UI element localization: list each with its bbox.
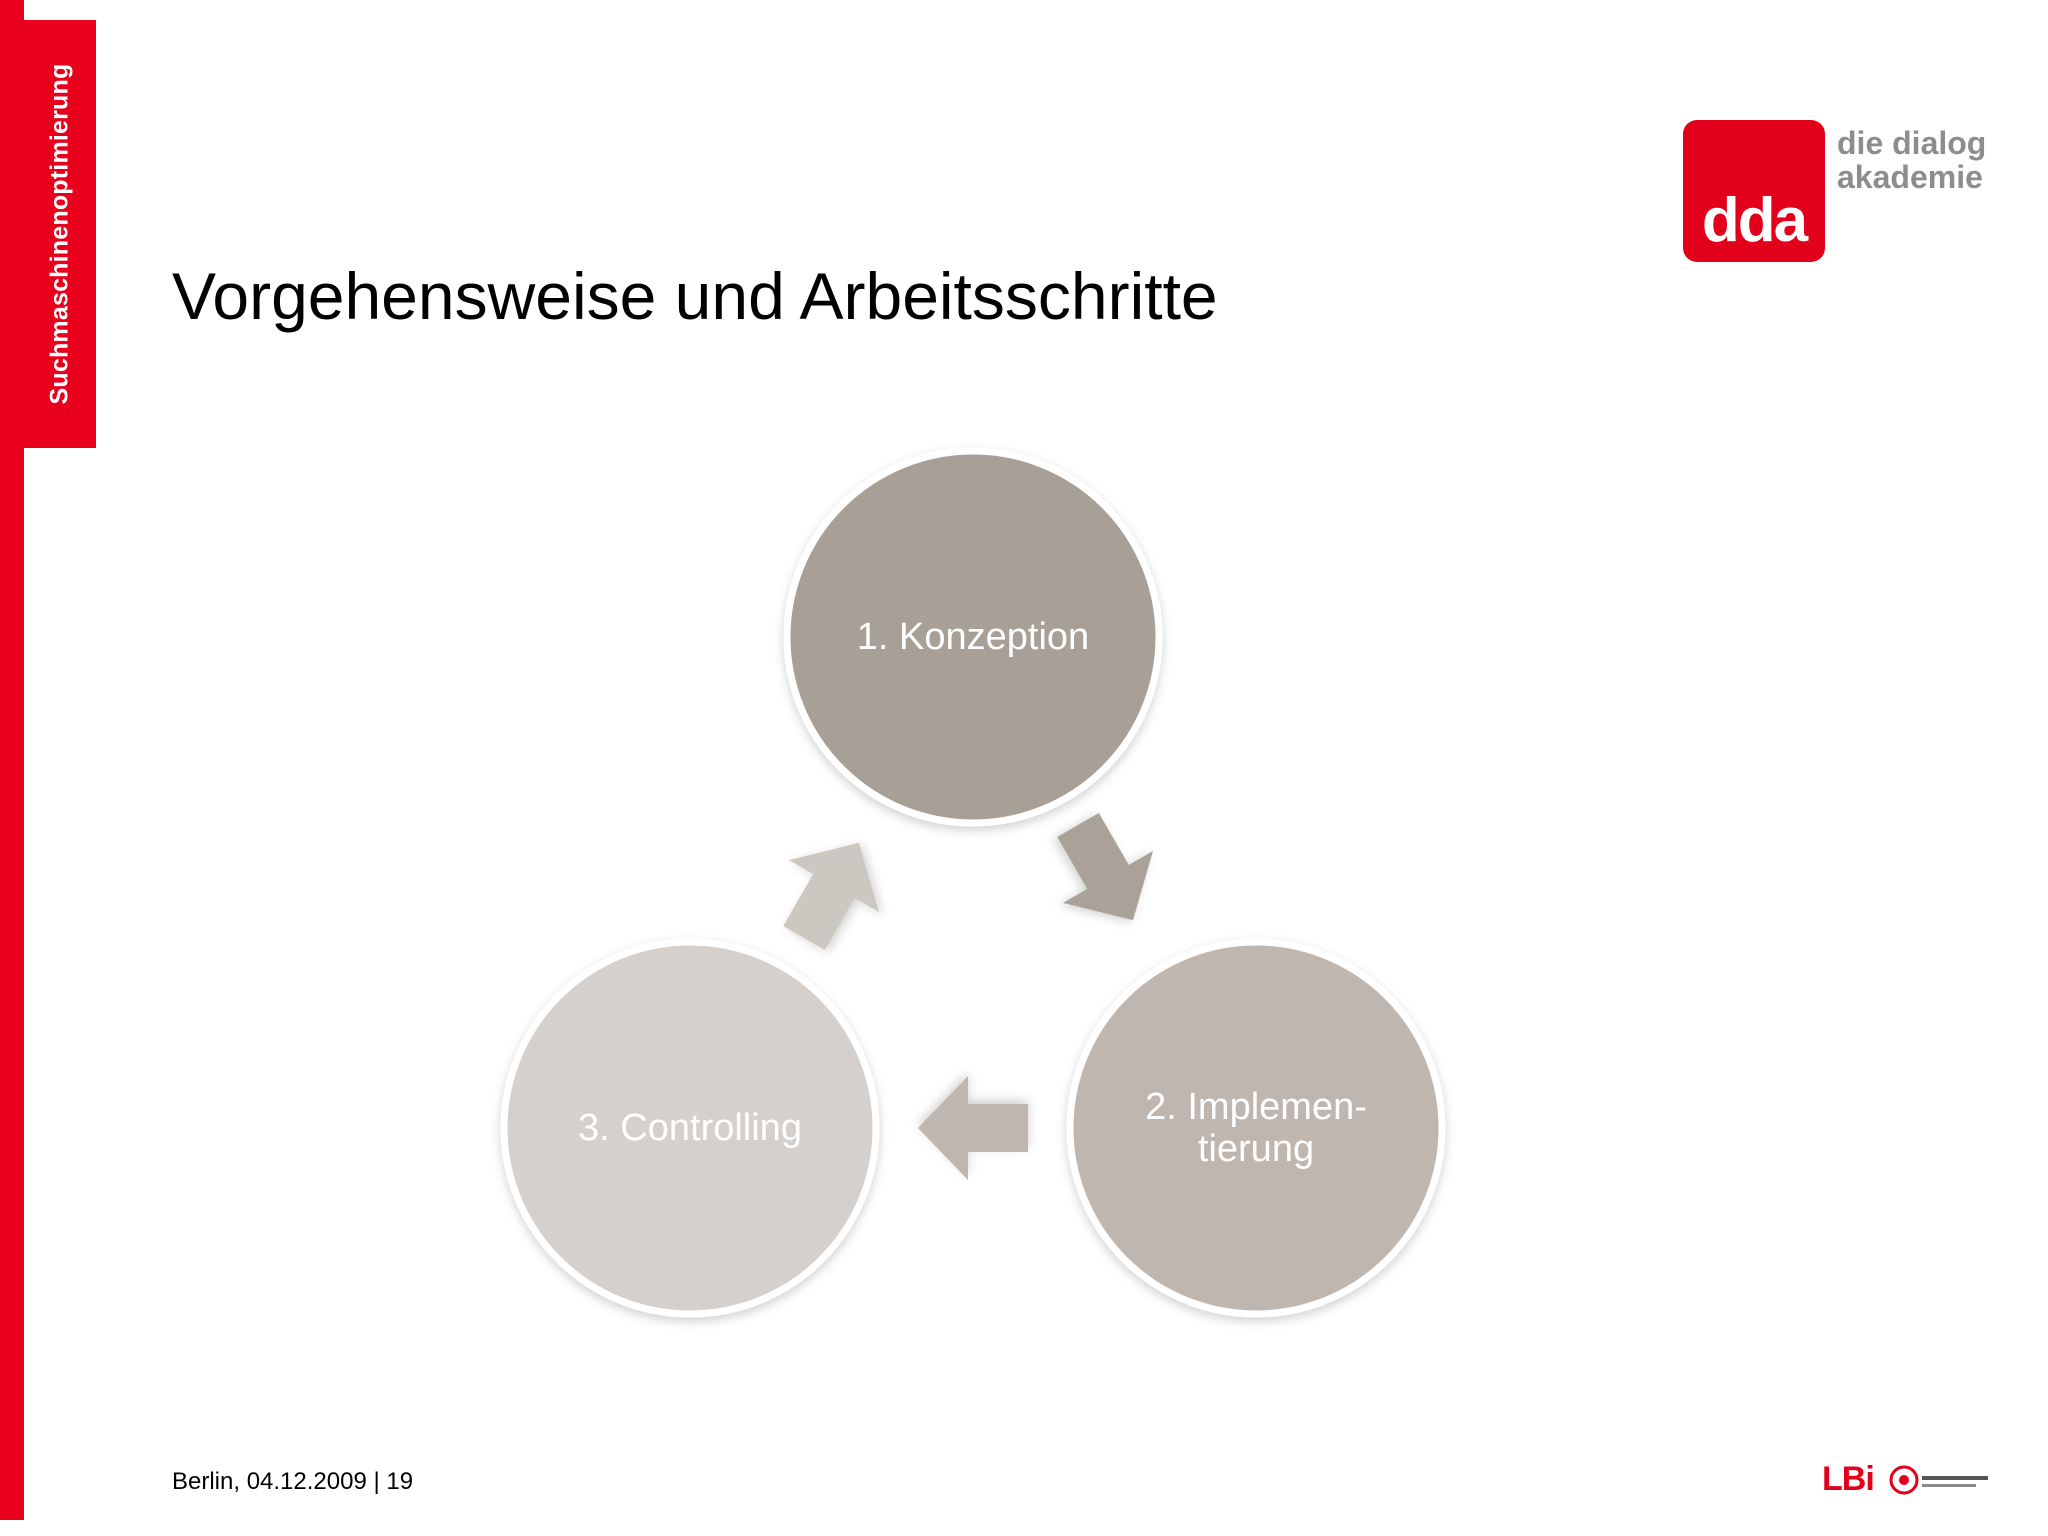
dda-logo-name: die dialog akademie	[1837, 126, 1987, 194]
lbi-logo: LBi	[1822, 1460, 1990, 1500]
cycle-node-label-konzeption-text: 1. Konzeption	[856, 616, 1090, 658]
cycle-arrow-controlling-to-konzeption	[783, 842, 880, 951]
cycle-node-label-implementierung-line2: tierung	[1197, 1128, 1315, 1170]
dda-logo: dda die dialog akademie	[1683, 120, 1986, 270]
cycle-arrow-implementierung-to-controlling	[918, 1076, 1028, 1180]
partner-seal-icon	[1889, 1465, 1988, 1495]
section-tab	[0, 20, 96, 448]
cycle-node-label-implementierung-line1: 2. Implemen-	[1145, 1086, 1367, 1128]
cycle-node-label-implementierung: 2. Implemen- tierung	[1145, 1086, 1367, 1170]
dda-logo-abbr: dda	[1701, 186, 1808, 255]
dda-logo-line1: die dialog	[1837, 125, 1987, 161]
cycle-node-controlling	[500, 938, 880, 1318]
cycle-node-label-controlling: 3. Controlling	[578, 1107, 802, 1149]
slide-footer: Berlin, 04.12.2009 | 19	[172, 1468, 414, 1495]
slide-title: Vorgehensweise und Arbeitsschritte	[172, 259, 1218, 333]
dda-logo-line2: akademie	[1837, 159, 1983, 195]
cycle-arrow-konzeption-to-implementierung	[1057, 812, 1154, 921]
cycle-node-label-konzeption: 1. Konzeption	[857, 616, 1089, 658]
lbi-logo-text: LBi	[1822, 1460, 1875, 1498]
dda-logo-mark: dda	[1683, 120, 1825, 262]
cycle-node-label-controlling-text: 3. Controlling	[578, 1107, 802, 1149]
cycle-node-implementierung	[1066, 938, 1446, 1318]
cycle-node-konzeption	[783, 447, 1163, 827]
